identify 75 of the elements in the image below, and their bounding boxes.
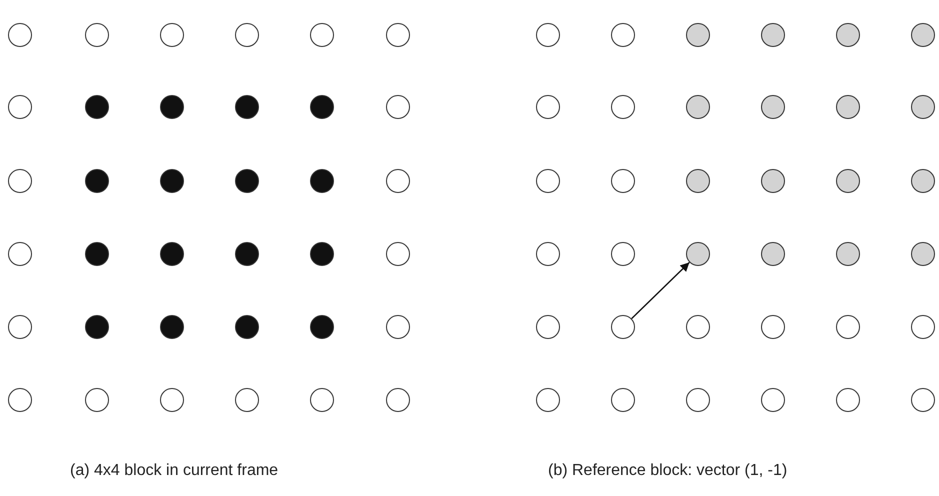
open-circle: [235, 23, 259, 47]
filled-circle: [160, 95, 184, 119]
open-circle: [761, 315, 785, 339]
shaded-circle: [761, 23, 785, 47]
filled-circle: [160, 242, 184, 266]
filled-circle: [310, 315, 334, 339]
open-circle: [611, 388, 635, 412]
open-circle: [761, 388, 785, 412]
open-circle: [611, 315, 635, 339]
filled-circle: [310, 242, 334, 266]
open-circle: [386, 242, 410, 266]
filled-circle: [160, 315, 184, 339]
figure-caption: (b) Reference block: vector (1, -1): [548, 462, 788, 480]
arrow: [631, 262, 690, 320]
open-circle: [310, 23, 334, 47]
open-circle: [310, 388, 334, 412]
shaded-circle: [686, 169, 710, 193]
open-circle: [235, 388, 259, 412]
open-circle: [386, 23, 410, 47]
open-circle: [536, 169, 560, 193]
shaded-circle: [761, 242, 785, 266]
filled-circle: [235, 242, 259, 266]
open-circle: [8, 23, 32, 47]
open-circle: [160, 23, 184, 47]
open-circle: [386, 95, 410, 119]
filled-circle: [310, 169, 334, 193]
filled-circle: [85, 169, 109, 193]
open-circle: [386, 388, 410, 412]
shaded-circle: [911, 23, 935, 47]
filled-circle: [310, 95, 334, 119]
open-circle: [8, 242, 32, 266]
filled-circle: [160, 169, 184, 193]
shaded-circle: [911, 169, 935, 193]
open-circle: [85, 23, 109, 47]
open-circle: [911, 315, 935, 339]
open-circle: [8, 315, 32, 339]
shaded-circle: [686, 242, 710, 266]
filled-circle: [235, 95, 259, 119]
shaded-circle: [911, 95, 935, 119]
open-circle: [611, 95, 635, 119]
open-circle: [160, 388, 184, 412]
open-circle: [536, 315, 560, 339]
shaded-circle: [686, 95, 710, 119]
shaded-circle: [911, 242, 935, 266]
filled-circle: [235, 169, 259, 193]
shaded-circle: [761, 169, 785, 193]
open-circle: [536, 388, 560, 412]
open-circle: [8, 169, 32, 193]
filled-circle: [85, 242, 109, 266]
shaded-circle: [686, 23, 710, 47]
open-circle: [911, 388, 935, 412]
filled-circle: [85, 95, 109, 119]
open-circle: [836, 315, 860, 339]
shaded-circle: [761, 95, 785, 119]
open-circle: [386, 169, 410, 193]
figure-caption: (a) 4x4 block in current frame: [70, 462, 278, 480]
shaded-circle: [836, 169, 860, 193]
shaded-circle: [836, 23, 860, 47]
open-circle: [386, 315, 410, 339]
shaded-circle: [836, 242, 860, 266]
open-circle: [686, 315, 710, 339]
open-circle: [611, 23, 635, 47]
open-circle: [536, 23, 560, 47]
open-circle: [85, 388, 109, 412]
open-circle: [536, 95, 560, 119]
open-circle: [8, 388, 32, 412]
open-circle: [611, 242, 635, 266]
shaded-circle: [836, 95, 860, 119]
filled-circle: [85, 315, 109, 339]
open-circle: [536, 242, 560, 266]
open-circle: [836, 388, 860, 412]
open-circle: [611, 169, 635, 193]
open-circle: [686, 388, 710, 412]
open-circle: [8, 95, 32, 119]
filled-circle: [235, 315, 259, 339]
